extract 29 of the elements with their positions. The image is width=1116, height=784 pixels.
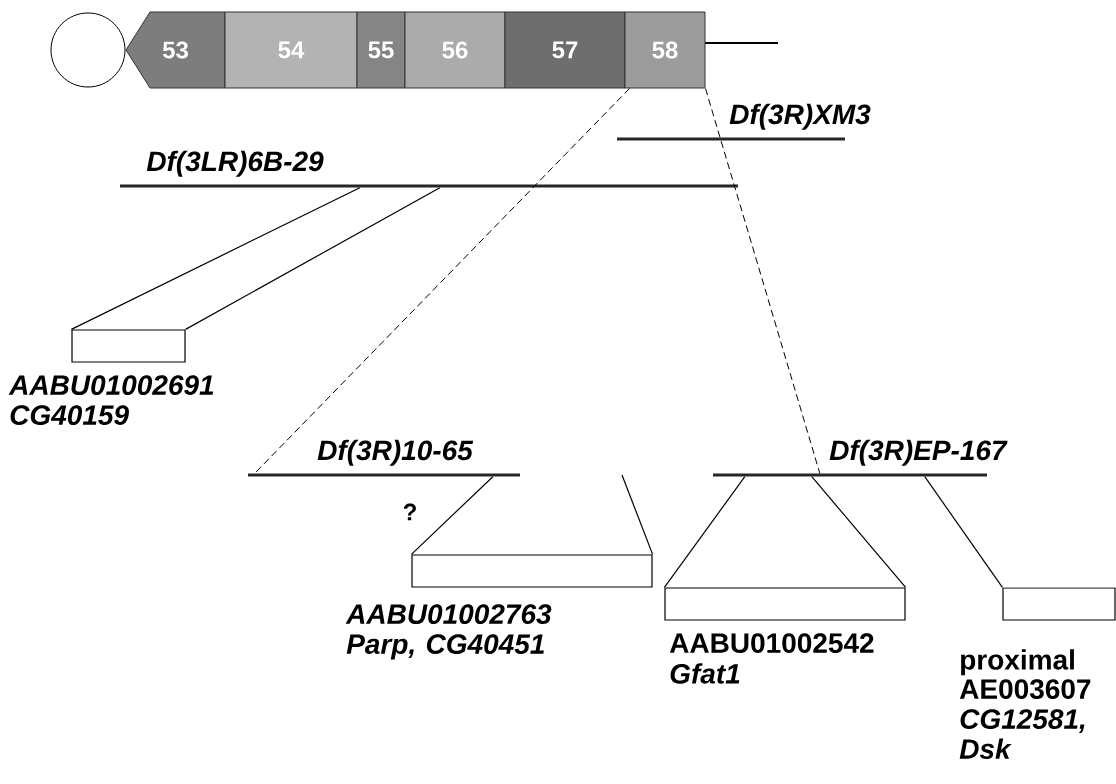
clone-label: CG40159 xyxy=(10,405,129,425)
deletion-label: Df(3R)EP-167 xyxy=(829,439,1008,466)
chromosome-segment: 55 xyxy=(356,11,406,89)
chromosome-segment: 54 xyxy=(224,11,358,89)
zoom-line xyxy=(924,476,1003,588)
zoom-line xyxy=(410,476,494,555)
deletion-label: Df(3LR)6B-29 xyxy=(146,150,324,177)
zoom-line xyxy=(663,476,746,588)
clone-label: AABU01002691 xyxy=(8,375,214,395)
zoom-line xyxy=(70,187,361,330)
clone-label: CG12581, Dsk xyxy=(959,709,1085,759)
chromosome-segment: 53 xyxy=(125,11,226,89)
zoom-line xyxy=(185,187,441,330)
zoom-line xyxy=(621,474,654,555)
chromosome-segment: 58 xyxy=(624,11,706,89)
clone-label: Gfat1 xyxy=(670,663,740,684)
centromere-circle xyxy=(50,12,126,88)
dashed-zoom-line xyxy=(705,88,821,474)
zoom-line xyxy=(811,476,907,588)
clone-label: AABU01002763 xyxy=(345,604,552,624)
chromosome-segment: 57 xyxy=(504,11,626,89)
chromosome-segment: 56 xyxy=(404,11,506,89)
deletion-label: Df(3R)XM3 xyxy=(729,103,871,130)
clone-label: Parp, CG40451 xyxy=(346,634,544,660)
clone-label: AE003607 xyxy=(959,679,1091,700)
edge-label: ? xyxy=(401,502,419,522)
clone-label: AABU01002542 xyxy=(669,633,874,653)
deletion-label: Df(3R)10-65 xyxy=(317,439,474,466)
clone-label: proximal xyxy=(961,649,1074,676)
